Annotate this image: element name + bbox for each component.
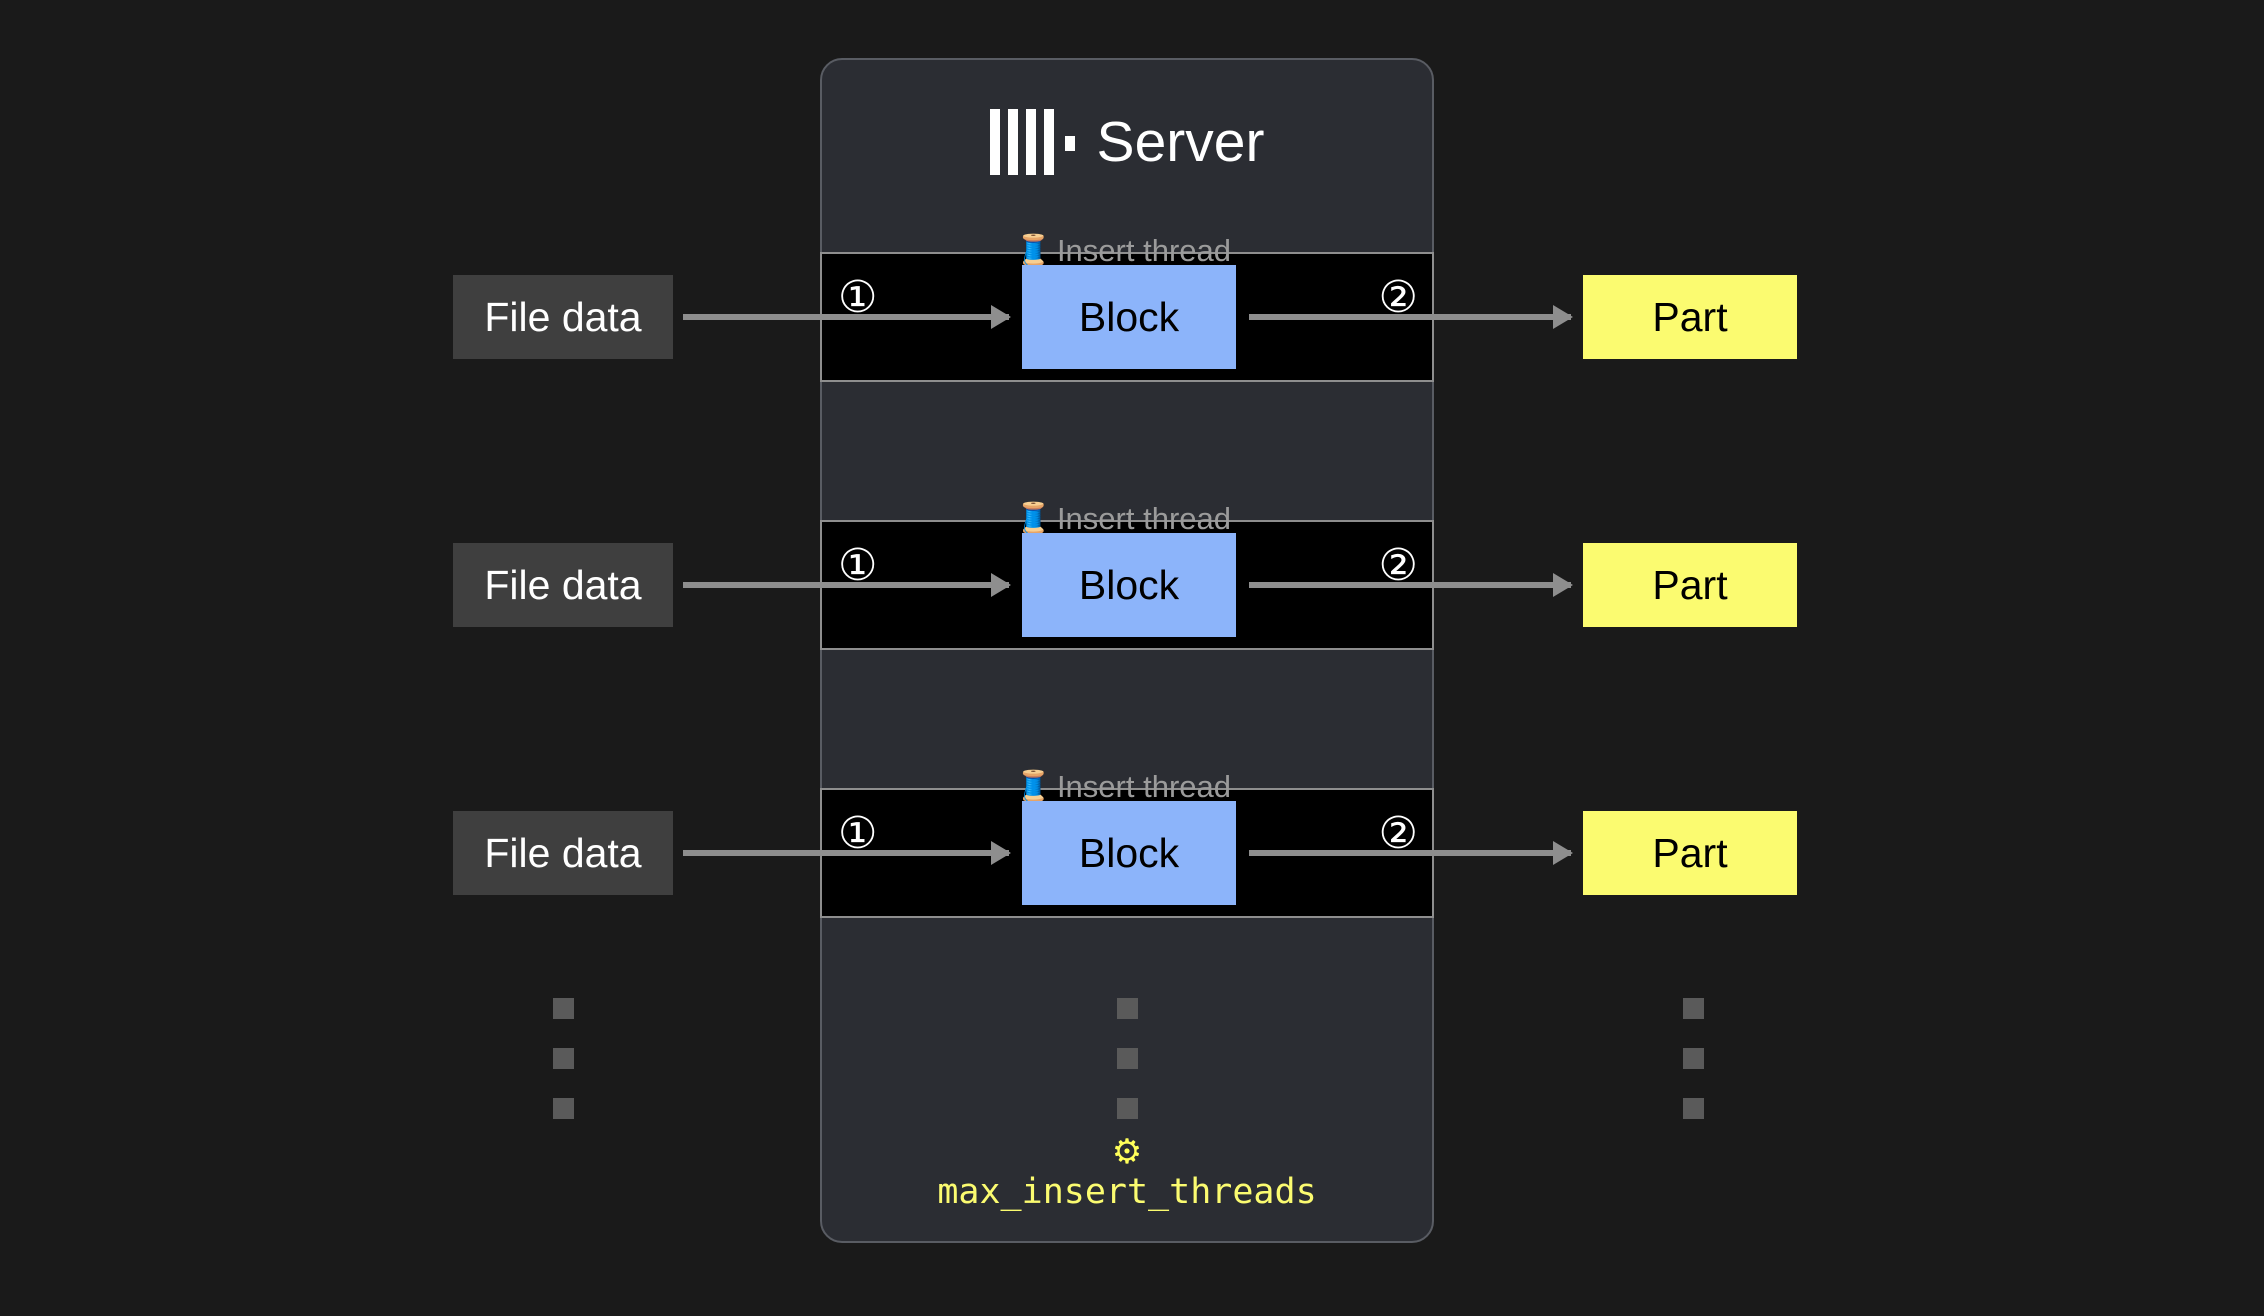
insert-thread-label: 🧵 Insert thread bbox=[1014, 503, 1231, 534]
step-marker-out: ② bbox=[1378, 540, 1418, 591]
ellipsis-file-data bbox=[553, 998, 574, 1119]
ellipsis-parts bbox=[1683, 998, 1704, 1119]
insert-thread-label: 🧵 Insert thread bbox=[1014, 235, 1231, 266]
step-marker-in: ① bbox=[838, 272, 878, 323]
ellipsis-square bbox=[1117, 1098, 1138, 1119]
block-box: Block bbox=[1022, 533, 1236, 637]
ellipsis-insert-threads bbox=[1117, 998, 1138, 1119]
thread-spool-icon: 🧵 bbox=[1014, 501, 1053, 536]
server-header: Server bbox=[822, 94, 1432, 190]
arrow-file-to-block bbox=[683, 850, 1009, 856]
part-box: Part bbox=[1583, 275, 1797, 359]
step-marker-in: ① bbox=[838, 808, 878, 859]
ellipsis-square bbox=[1683, 1098, 1704, 1119]
step-marker-out: ② bbox=[1378, 808, 1418, 859]
thread-spool-icon: 🧵 bbox=[1014, 769, 1053, 804]
ellipsis-square bbox=[1683, 1048, 1704, 1069]
block-box: Block bbox=[1022, 265, 1236, 369]
thread-spool-icon: 🧵 bbox=[1014, 233, 1053, 268]
file-data-box: File data bbox=[453, 811, 673, 895]
ellipsis-square bbox=[1117, 998, 1138, 1019]
ellipsis-square bbox=[1683, 998, 1704, 1019]
part-box: Part bbox=[1583, 543, 1797, 627]
part-box: Part bbox=[1583, 811, 1797, 895]
ellipsis-square bbox=[553, 1098, 574, 1119]
ellipsis-square bbox=[553, 998, 574, 1019]
insert-thread-text: Insert thread bbox=[1056, 769, 1231, 804]
gear-icon: ⚙ bbox=[1111, 1133, 1143, 1171]
arrow-file-to-block bbox=[683, 582, 1009, 588]
insert-thread-label: 🧵 Insert thread bbox=[1014, 771, 1231, 802]
ellipsis-square bbox=[553, 1048, 574, 1069]
ellipsis-square bbox=[1117, 1048, 1138, 1069]
file-data-box: File data bbox=[453, 275, 673, 359]
setting-name: max_insert_threads bbox=[937, 1172, 1317, 1212]
arrow-block-to-part bbox=[1249, 850, 1571, 856]
clickhouse-logo-icon bbox=[989, 109, 1075, 175]
arrow-block-to-part bbox=[1249, 582, 1571, 588]
insert-thread-text: Insert thread bbox=[1056, 233, 1231, 268]
step-marker-out: ② bbox=[1378, 272, 1418, 323]
arrow-file-to-block bbox=[683, 314, 1009, 320]
block-box: Block bbox=[1022, 801, 1236, 905]
arrow-block-to-part bbox=[1249, 314, 1571, 320]
step-marker-in: ① bbox=[838, 540, 878, 591]
insert-thread-text: Insert thread bbox=[1056, 501, 1231, 536]
setting-annotation: ⚙ max_insert_threads bbox=[820, 1135, 1434, 1210]
server-title: Server bbox=[1096, 109, 1265, 174]
file-data-box: File data bbox=[453, 543, 673, 627]
